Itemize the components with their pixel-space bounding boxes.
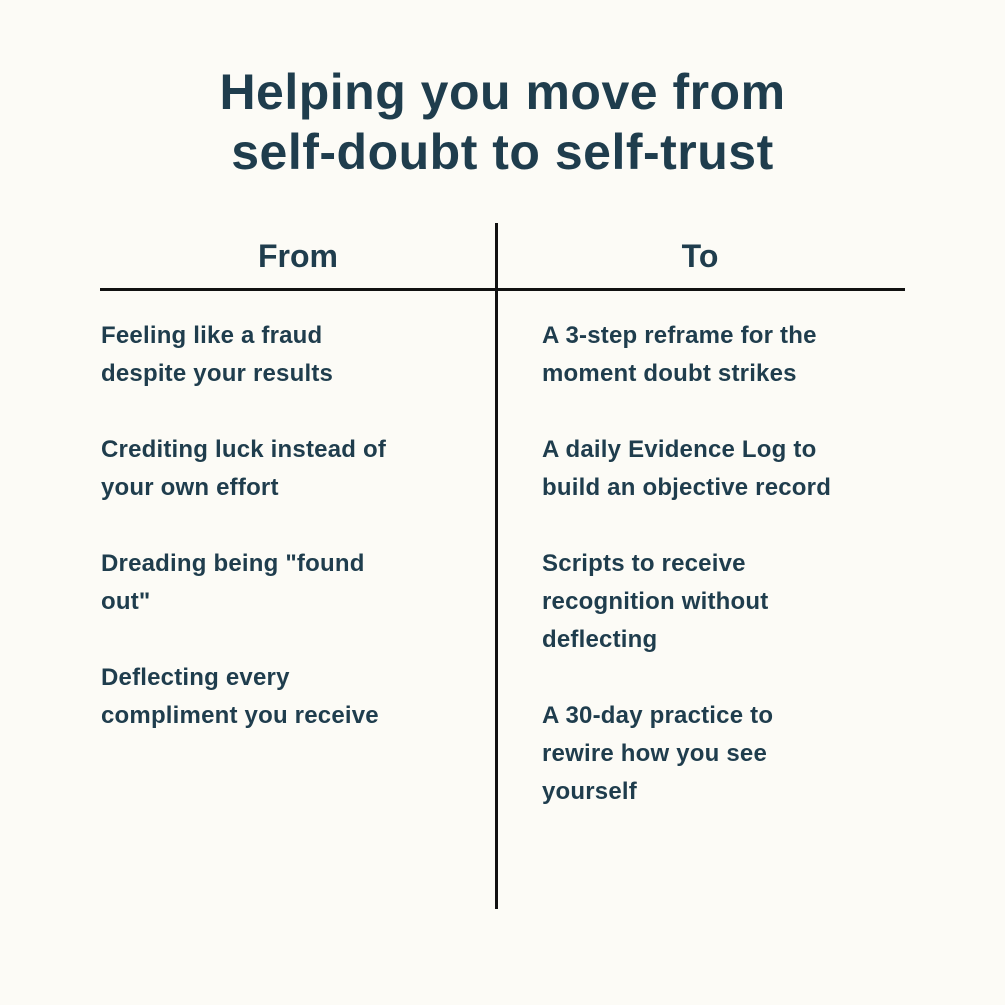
- title-line-1: Helping you move from: [219, 64, 786, 120]
- header-divider: [100, 288, 905, 291]
- to-item: A 3-step reframe for the moment doubt st…: [542, 322, 817, 387]
- from-item: Feeling like a fraud despite your result…: [101, 322, 334, 387]
- page-title: Helping you move from self-doubt to self…: [0, 62, 1005, 182]
- column-header-to: To: [681, 238, 719, 274]
- to-item: A daily Evidence Log to build an objecti…: [542, 436, 832, 501]
- column-header-from: From: [258, 238, 338, 274]
- from-item: Dreading being "found out": [101, 550, 365, 615]
- from-item: Crediting luck instead of your own effor…: [101, 436, 387, 501]
- column-divider: [495, 223, 498, 909]
- to-item: A 30-day practice to rewire how you see …: [542, 702, 774, 805]
- to-item: Scripts to receive recognition without d…: [542, 550, 769, 653]
- title-line-2: self-doubt to self-trust: [231, 124, 774, 180]
- from-item: Deflecting every compliment you receive: [101, 664, 379, 729]
